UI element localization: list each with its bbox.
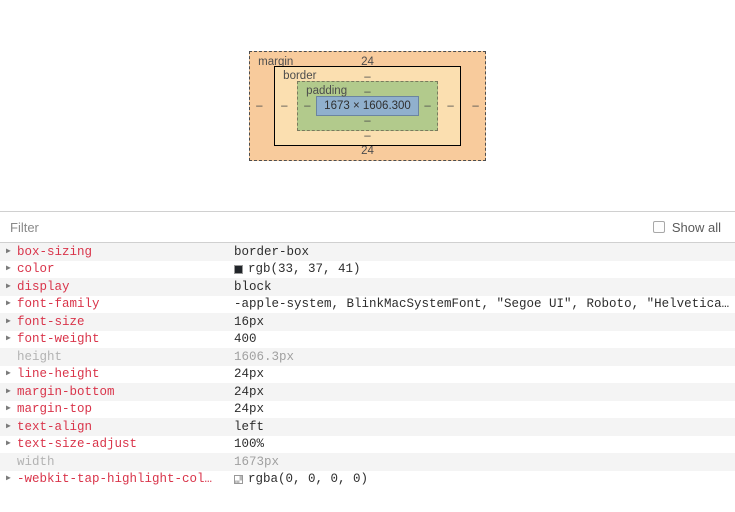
- property-name: text-align: [17, 419, 93, 434]
- property-row[interactable]: ▶ font-family -apple-system, BlinkMacSyste…: [0, 295, 735, 313]
- property-value-text: rgb(33, 37, 41): [248, 262, 361, 277]
- padding-top-value[interactable]: –: [364, 85, 371, 98]
- property-name: color: [17, 262, 55, 277]
- border-bottom-value[interactable]: –: [364, 129, 371, 142]
- property-row[interactable]: ▶ -webkit-tap-highlight-col… rgba(0, 0, 0,…: [0, 470, 735, 488]
- panel-divider-bottom: [0, 242, 735, 243]
- property-value-text: 1673px: [234, 454, 280, 469]
- property-row[interactable]: ▶ line-height 24px: [0, 365, 735, 383]
- property-value-text: 24px: [234, 384, 265, 399]
- property-value[interactable]: border-box: [234, 245, 735, 259]
- property-name: margin-top: [17, 402, 93, 417]
- property-name: display: [17, 279, 70, 294]
- property-value[interactable]: -apple-system, BlinkMacSystemFont, "Sego…: [234, 297, 735, 311]
- property-value-text: -apple-system, BlinkMacSystemFont, "Sego…: [234, 297, 735, 312]
- property-row[interactable]: ▶ font-size 16px: [0, 313, 735, 331]
- expand-triangle-icon[interactable]: ▶: [6, 439, 11, 449]
- property-row[interactable]: ▶ color rgb(33, 37, 41): [0, 260, 735, 278]
- padding-bottom-value[interactable]: –: [364, 114, 371, 127]
- property-value-text: 100%: [234, 437, 265, 452]
- expand-triangle-icon[interactable]: ▶: [6, 474, 11, 484]
- property-name: height: [17, 349, 63, 364]
- expand-triangle-icon[interactable]: ▶: [6, 246, 11, 256]
- filter-input[interactable]: [10, 219, 653, 235]
- property-value[interactable]: 1606.3px: [234, 350, 735, 364]
- property-value-text: border-box: [234, 244, 310, 259]
- property-value-text: rgba(0, 0, 0, 0): [248, 472, 369, 487]
- property-value[interactable]: left: [234, 420, 735, 434]
- property-name: margin-bottom: [17, 384, 115, 399]
- property-name: text-size-adjust: [17, 437, 138, 452]
- margin-left-value[interactable]: –: [256, 99, 263, 112]
- property-value[interactable]: 16px: [234, 315, 735, 329]
- padding-left-value[interactable]: –: [304, 99, 311, 112]
- box-model-diagram: margin 24 24 – – border – – – – padding …: [0, 0, 735, 211]
- box-model-padding-region[interactable]: padding – – – – 1673 × 1606.300: [297, 80, 438, 131]
- expand-triangle-icon[interactable]: ▶: [6, 404, 11, 414]
- color-swatch-icon[interactable]: [234, 474, 243, 484]
- computed-property-list: ▶ box-sizing border-box ▶ color rgb(33, 37, 4…: [0, 243, 735, 488]
- property-name: -webkit-tap-highlight-col…: [17, 472, 213, 487]
- expand-triangle-icon[interactable]: ▶: [6, 369, 11, 379]
- property-value[interactable]: 24px: [234, 385, 735, 399]
- expand-triangle-icon[interactable]: ▶: [6, 421, 11, 431]
- property-value-text: left: [234, 419, 265, 434]
- box-model-border-region[interactable]: border – – – – padding – – – – 1673 × 16…: [274, 65, 461, 146]
- property-name: font-family: [17, 297, 100, 312]
- show-all-checkbox[interactable]: [652, 221, 665, 233]
- expand-triangle-icon[interactable]: ▶: [6, 386, 11, 396]
- property-value-text: 24px: [234, 367, 265, 382]
- filter-bar: Show all: [0, 212, 735, 242]
- show-all-label: Show all: [671, 219, 721, 235]
- property-row[interactable]: ▶ margin-top 24px: [0, 400, 735, 418]
- property-value[interactable]: 24px: [234, 402, 735, 416]
- property-value[interactable]: 400: [234, 332, 735, 346]
- box-model-margin-label: margin: [258, 55, 294, 68]
- property-name: font-size: [17, 314, 85, 329]
- property-name: box-sizing: [17, 244, 93, 259]
- property-value[interactable]: 100%: [234, 437, 735, 451]
- property-value-text: 1606.3px: [234, 349, 295, 364]
- property-row[interactable]: ▶ text-size-adjust 100%: [0, 435, 735, 453]
- margin-bottom-value[interactable]: 24: [361, 144, 374, 157]
- box-model-border-label: border: [283, 69, 317, 82]
- margin-top-value[interactable]: 24: [361, 55, 374, 68]
- property-value[interactable]: rgba(0, 0, 0, 0): [234, 472, 735, 486]
- box-model-padding-label: padding: [306, 84, 348, 97]
- property-value-text: 24px: [234, 402, 265, 417]
- show-all-control[interactable]: Show all: [652, 219, 721, 235]
- expand-triangle-icon[interactable]: ▶: [6, 281, 11, 291]
- color-swatch-icon[interactable]: [234, 264, 243, 274]
- property-value-text: block: [234, 279, 272, 294]
- property-value-text: 16px: [234, 314, 265, 329]
- property-value[interactable]: 24px: [234, 367, 735, 381]
- property-row[interactable]: ▶ font-weight 400: [0, 330, 735, 348]
- property-row[interactable]: ▶ box-sizing border-box: [0, 243, 735, 261]
- margin-right-value[interactable]: –: [472, 99, 479, 112]
- expand-triangle-icon[interactable]: ▶: [6, 299, 11, 309]
- box-model-margin-region[interactable]: margin 24 24 – – border – – – – padding …: [249, 50, 486, 161]
- expand-triangle-icon[interactable]: ▶: [6, 334, 11, 344]
- expand-triangle-icon[interactable]: ▶: [6, 316, 11, 326]
- border-left-value[interactable]: –: [281, 99, 288, 112]
- property-name: line-height: [17, 367, 100, 382]
- property-value[interactable]: block: [234, 280, 735, 294]
- box-model-content-size[interactable]: 1673 × 1606.300: [316, 95, 419, 116]
- padding-right-value[interactable]: –: [424, 99, 431, 112]
- panel-divider-top: [0, 211, 735, 212]
- border-top-value[interactable]: –: [364, 70, 371, 83]
- property-value[interactable]: rgb(33, 37, 41): [234, 262, 735, 276]
- property-row[interactable]: ▶ text-align left: [0, 418, 735, 436]
- expand-triangle-icon[interactable]: ▶: [6, 264, 11, 274]
- property-name: width: [17, 454, 55, 469]
- property-row[interactable]: ▶ margin-bottom 24px: [0, 383, 735, 401]
- property-value-text: 400: [234, 332, 257, 347]
- property-value[interactable]: 1673px: [234, 455, 735, 469]
- property-row[interactable]: ▶ display block: [0, 278, 735, 296]
- border-right-value[interactable]: –: [447, 99, 454, 112]
- property-name: font-weight: [17, 332, 100, 347]
